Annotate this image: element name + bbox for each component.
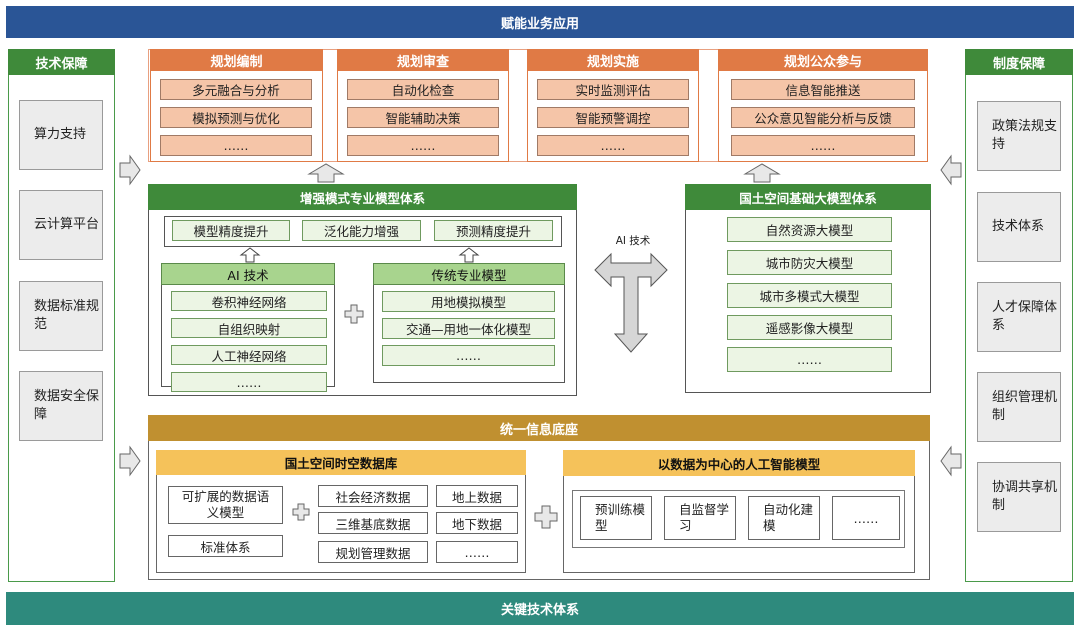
left-arrow-icon	[940, 445, 962, 477]
app-item: 多元融合与分析	[160, 79, 312, 100]
right-arrow-icon	[119, 154, 141, 186]
plus-icon	[344, 304, 364, 324]
ai-model-item: 自监督学习	[664, 496, 736, 540]
foundation-title: 国土空间基础大模型体系	[685, 184, 931, 210]
app-title: 规划实施	[527, 49, 699, 71]
data-item: ……	[436, 541, 518, 563]
data-item: 社会经济数据	[318, 485, 428, 507]
standard-system-item: 标准体系	[168, 535, 283, 557]
up-arrow-icon	[458, 247, 480, 263]
app-item: 模拟预测与优化	[160, 107, 312, 128]
app-item: 智能预警调控	[537, 107, 689, 128]
traditional-item: 交通—用地一体化模型	[382, 318, 555, 339]
base-title: 统一信息底座	[148, 415, 930, 441]
ai-tech-item: 卷积神经网络	[171, 291, 327, 311]
foundation-item: 遥感影像大模型	[727, 315, 892, 340]
foundation-item: ……	[727, 347, 892, 372]
capability-item: 泛化能力增强	[302, 220, 421, 241]
right-item: 协调共享机制	[977, 462, 1061, 532]
right-panel-title: 制度保障	[965, 49, 1073, 75]
ai-arrow-label: AI 技术	[615, 234, 651, 247]
up-arrow-icon	[307, 163, 345, 183]
app-item: 公众意见智能分析与反馈	[731, 107, 915, 128]
app-item: ……	[537, 135, 689, 156]
data-item: 地下数据	[436, 512, 518, 534]
left-item: 云计算平台	[19, 190, 103, 260]
plus-icon	[292, 503, 310, 521]
app-item: 信息智能推送	[731, 79, 915, 100]
traditional-item: 用地模拟模型	[382, 291, 555, 312]
left-panel-title: 技术保障	[8, 49, 115, 75]
data-item: 规划管理数据	[318, 541, 428, 563]
foundation-item: 城市防灾大模型	[727, 250, 892, 275]
left-item: 数据标准规范	[19, 281, 103, 351]
t-arrow-icon	[594, 252, 668, 353]
database-title: 国土空间时空数据库	[156, 450, 526, 475]
top-banner: 赋能业务应用	[6, 6, 1074, 38]
app-item: 自动化检查	[347, 79, 499, 100]
foundation-item: 自然资源大模型	[727, 217, 892, 242]
ai-model-title: 以数据为中心的人工智能模型	[563, 450, 915, 476]
up-arrow-icon	[239, 247, 261, 263]
left-item: 数据安全保障	[19, 371, 103, 441]
ai-tech-title: AI 技术	[161, 263, 335, 285]
foundation-item: 城市多模式大模型	[727, 283, 892, 308]
traditional-title: 传统专业模型	[373, 263, 565, 285]
app-item: 实时监测评估	[537, 79, 689, 100]
enhanced-title: 增强模式专业模型体系	[148, 184, 577, 210]
right-item: 组织管理机制	[977, 372, 1061, 442]
capability-item: 模型精度提升	[172, 220, 290, 241]
bottom-banner: 关键技术体系	[6, 592, 1074, 625]
traditional-item: ……	[382, 345, 555, 366]
ai-tech-item: 人工神经网络	[171, 345, 327, 365]
right-arrow-icon	[119, 445, 141, 477]
left-arrow-icon	[940, 154, 962, 186]
plus-icon	[534, 505, 558, 529]
app-title: 规划公众参与	[718, 49, 928, 71]
right-item: 技术体系	[977, 192, 1061, 262]
ai-tech-item: ……	[171, 372, 327, 392]
data-item: 地上数据	[436, 485, 518, 507]
ai-model-item: ……	[832, 496, 900, 540]
app-item: 智能辅助决策	[347, 107, 499, 128]
app-item: ……	[347, 135, 499, 156]
ai-tech-item: 自组织映射	[171, 318, 327, 338]
app-title: 规划编制	[150, 49, 323, 71]
right-item: 政策法规支持	[977, 101, 1061, 171]
app-item: ……	[160, 135, 312, 156]
left-item: 算力支持	[19, 100, 103, 170]
ai-model-item: 预训练模型	[580, 496, 652, 540]
up-arrow-icon	[743, 163, 781, 183]
capability-item: 预测精度提升	[434, 220, 553, 241]
semantic-model-item: 可扩展的数据语义模型	[168, 486, 283, 524]
ai-model-item: 自动化建模	[748, 496, 820, 540]
app-title: 规划审查	[337, 49, 509, 71]
data-item: 三维基底数据	[318, 512, 428, 534]
app-item: ……	[731, 135, 915, 156]
right-item: 人才保障体系	[977, 282, 1061, 352]
